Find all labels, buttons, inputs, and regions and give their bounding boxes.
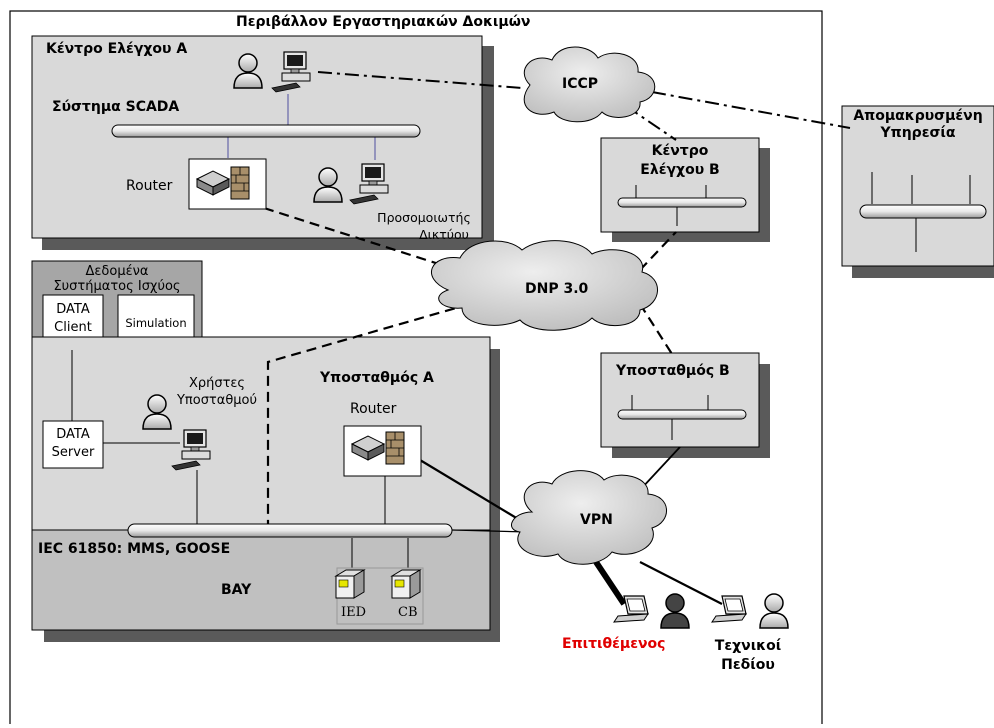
ied-label: IED	[341, 605, 367, 620]
iccp-label: ICCP	[562, 76, 599, 92]
substation-users-line1: Χρήστες	[188, 376, 246, 391]
cb-icon	[391, 569, 421, 599]
scada-label: Σύστημα SCADA	[52, 99, 180, 115]
diagram-title: Περιβάλλον Εργαστηριακών Δοκιμών	[236, 14, 531, 30]
ied-icon	[335, 569, 365, 599]
substation-a-title: Υποσταθμός Α	[320, 370, 434, 386]
control-center-b-line1: Κέντρο	[651, 143, 709, 159]
data-server-box	[42, 420, 104, 469]
iccp-cloud	[523, 46, 656, 123]
network-simulator-label: Προσομοιωτής Δικτύου	[362, 209, 486, 243]
router-sub-a-label: Router	[350, 401, 397, 417]
cb-label: CB	[398, 605, 418, 620]
attacker-user-icon	[660, 593, 690, 629]
remote-service-line1: Απομακρυσμένη	[853, 108, 983, 124]
network-simulator-line2: Δικτύου	[419, 227, 469, 242]
data-server-line1: DATA	[56, 427, 90, 442]
scada-bus	[111, 124, 421, 138]
power-data-line1: Δεδομένα	[85, 264, 149, 279]
data-client-line1: DATA	[56, 302, 90, 317]
power-data-title: Δεδομένα Συστήματος Ισχύος	[32, 264, 202, 294]
bay-label: BAY	[221, 582, 252, 598]
remote-service-panel	[841, 105, 994, 267]
data-server-label: DATA Server	[43, 426, 103, 462]
substation-b-bus	[617, 409, 747, 420]
attacker-label: Επιτιθέμενος	[562, 636, 666, 652]
vpn-cloud	[511, 470, 667, 565]
substation-users-line2: Υποσταθμού	[176, 393, 258, 408]
router-a-label: Router	[126, 178, 173, 194]
control-center-b-bus	[617, 197, 747, 208]
simulation-label: Simulation	[125, 316, 187, 330]
technicians-label: Τεχνικοί Πεδίου	[700, 637, 796, 675]
control-center-b-line2: Ελέγχου Β	[640, 162, 720, 178]
iec-label: IEC 61850: MMS, GOOSE	[38, 541, 231, 557]
technicians-line2: Πεδίου	[721, 657, 775, 673]
substation-users-label: Χρήστες Υποσταθμού	[172, 375, 262, 409]
remote-service-label: Απομακρυσμένη Υπηρεσία	[838, 108, 994, 142]
substation-b-title: Υποσταθμός Β	[616, 363, 730, 379]
substation-a-bus	[127, 523, 453, 538]
substation-b-panel	[600, 352, 760, 448]
control-center-b-label: Κέντρο Ελέγχου Β	[601, 142, 759, 180]
vpn-label: VPN	[580, 512, 613, 528]
data-client-line2: Client	[54, 320, 92, 335]
dnp-cloud	[430, 240, 658, 331]
control-center-b-panel	[600, 137, 760, 233]
data-client-label: DATA Client	[43, 301, 103, 337]
data-server-line2: Server	[51, 445, 95, 460]
remote-service-line2: Υπηρεσία	[880, 125, 956, 141]
network-simulator-line1: Προσομοιωτής	[377, 210, 471, 225]
dnp-label: DNP 3.0	[525, 281, 589, 297]
technicians-line1: Τεχνικοί	[714, 638, 782, 654]
power-data-line2: Συστήματος Ισχύος	[53, 279, 181, 294]
buses	[111, 124, 987, 538]
remote-service-bus	[859, 204, 987, 219]
control-center-a-title: Κέντρο Ελέγχου Α	[46, 41, 188, 57]
